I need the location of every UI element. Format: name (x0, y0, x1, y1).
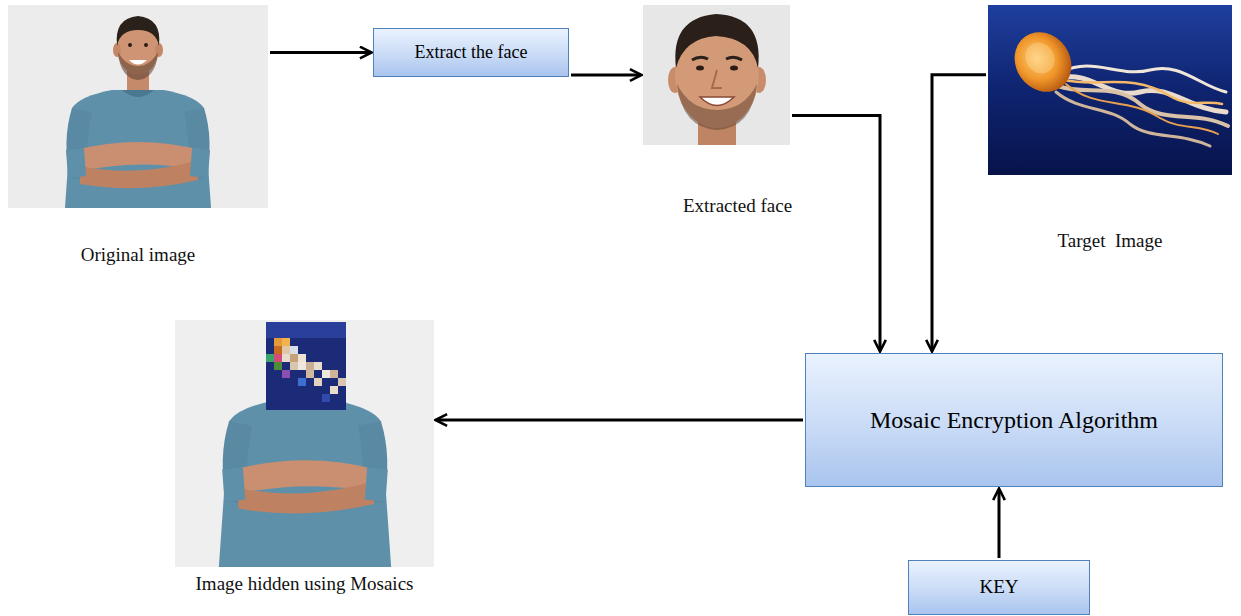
image-frame: Image hidden using Mosaics (175, 320, 434, 567)
jellyfish-photo (988, 5, 1232, 175)
box-label: KEY (979, 576, 1018, 599)
box-label: Mosaic Encryption Algorithm (870, 406, 1158, 435)
face-photo (643, 5, 790, 145)
process-box: KEY (908, 560, 1090, 615)
box-label: Extract the face (415, 42, 528, 64)
hidden-photo (175, 320, 434, 567)
image-frame: Original image (8, 5, 268, 208)
process-box: Extract the face (373, 28, 569, 77)
image-caption: Target Image (1058, 230, 1163, 253)
image-frame: Extracted face (643, 5, 790, 145)
process-box: Mosaic Encryption Algorithm (805, 353, 1223, 487)
flow-arrow (998, 489, 1001, 558)
flow-arrow (571, 74, 641, 77)
flow-arrow (792, 116, 880, 351)
mosaic-block (266, 322, 346, 410)
image-caption: Original image (81, 244, 196, 267)
flow-arrow (932, 75, 986, 351)
flow-arrow (270, 51, 371, 54)
original-photo (8, 5, 268, 208)
flow-arrow (436, 419, 803, 422)
image-caption: Extracted face (683, 195, 792, 218)
image-caption: Image hidden using Mosaics (196, 573, 414, 596)
image-frame: Target Image (988, 5, 1232, 175)
